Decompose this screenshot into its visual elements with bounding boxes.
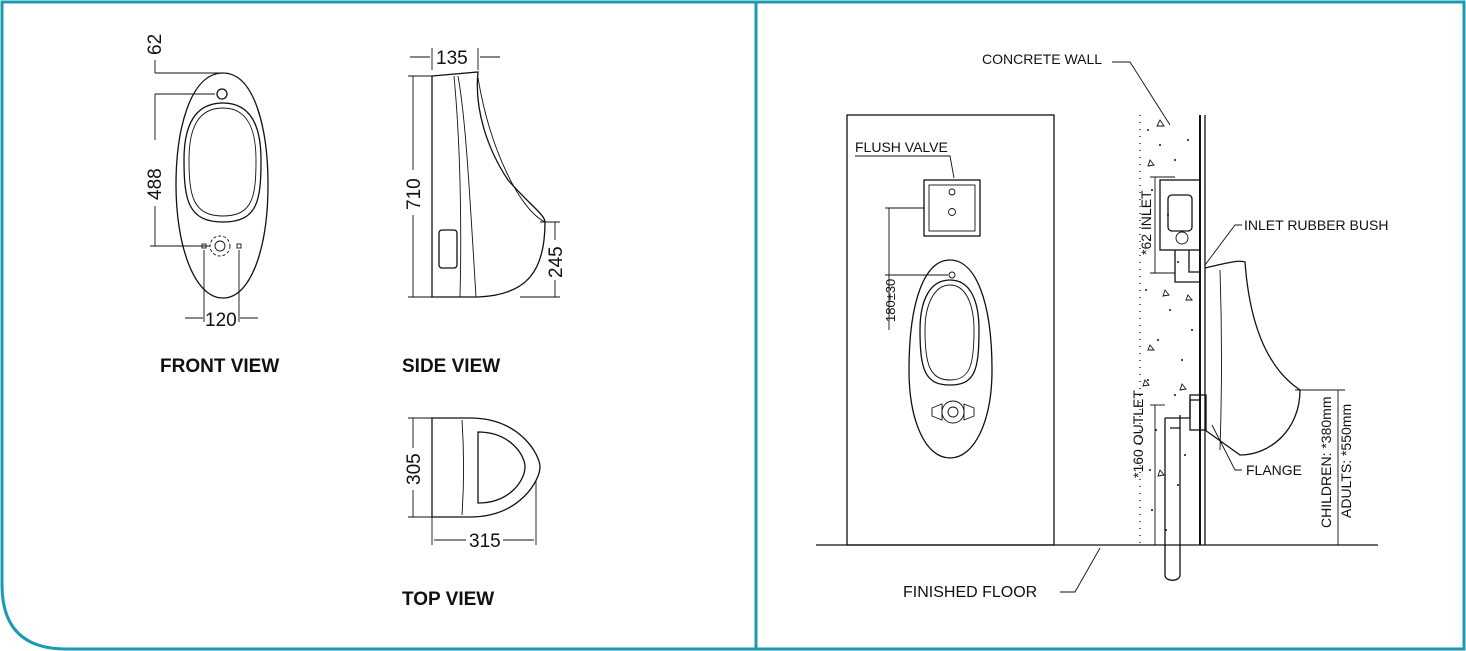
top-view-title: TOP VIEW [402, 589, 494, 610]
inlet-rubber-bush-label: INLET RUBBER BUSH [1244, 217, 1388, 233]
dim-180-label: 180±30 [883, 279, 898, 322]
children-height-label: CHILDREN: *380mm [1318, 397, 1334, 528]
front-dim-height: 488 [145, 168, 166, 200]
front-view-title: FRONT VIEW [160, 356, 279, 377]
inlet-label: *62 INLET [1138, 190, 1154, 255]
side-dim-bottom: 245 [546, 246, 567, 278]
front-dim-top: 62 [145, 34, 166, 55]
front-view-drawing [150, 60, 269, 322]
front-dim-width: 120 [205, 310, 237, 331]
concrete-wall-label: CONCRETE WALL [982, 51, 1102, 67]
side-view-title: SIDE VIEW [402, 356, 500, 377]
top-view-drawing [408, 417, 541, 545]
flush-valve-label: FLUSH VALVE [855, 139, 948, 155]
side-dim-height: 710 [404, 178, 425, 210]
side-view-drawing [408, 48, 560, 298]
outlet-label: *160 OUTLET [1130, 390, 1146, 478]
installation-drawing [816, 61, 1378, 593]
finished-floor-label: FINISHED FLOOR [903, 584, 1037, 601]
flange-label: FLANGE [1246, 462, 1302, 478]
side-dim-depth: 135 [436, 48, 468, 69]
top-dim-width: 305 [404, 453, 425, 485]
top-dim-depth: 315 [469, 531, 501, 552]
adults-height-label: ADULTS: *550mm [1338, 404, 1354, 518]
